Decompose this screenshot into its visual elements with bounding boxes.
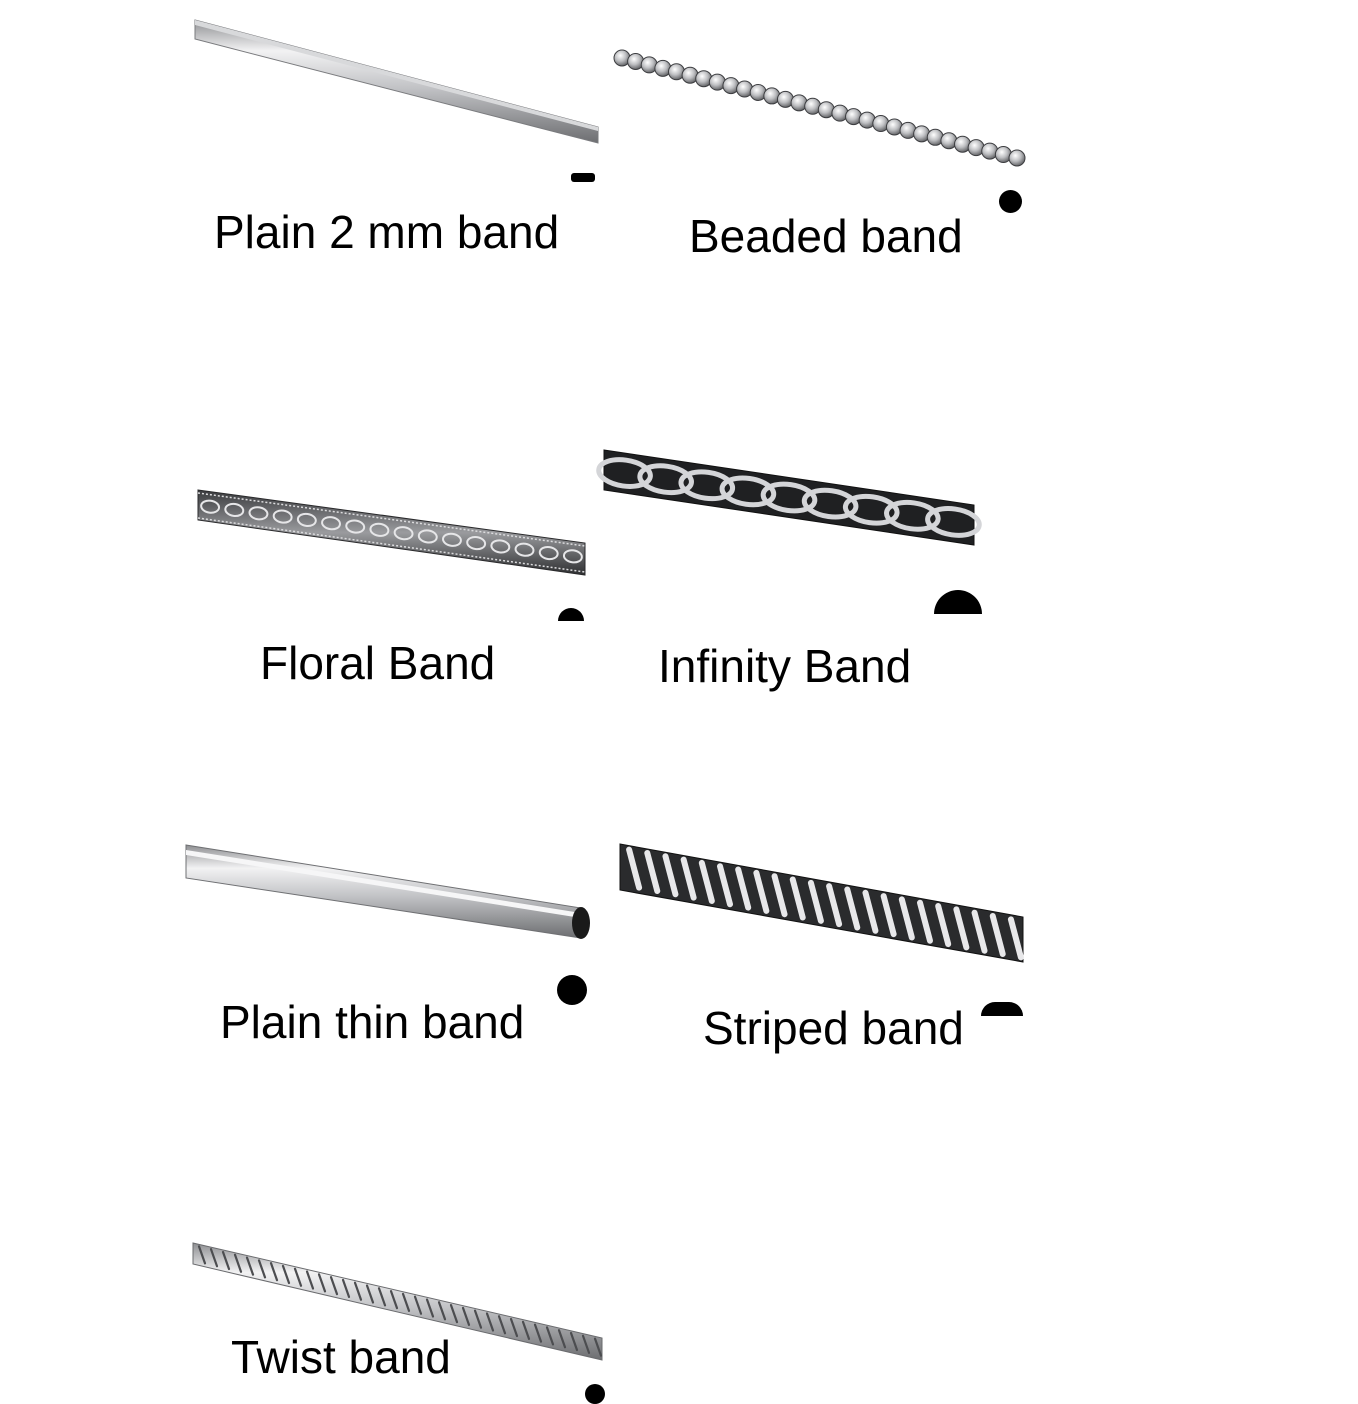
striped-band-image bbox=[619, 843, 1024, 963]
infinity-band-label: Infinity Band bbox=[658, 640, 912, 692]
beaded-band-label: Beaded band bbox=[689, 210, 963, 262]
plain-thin-band-label: Plain thin band bbox=[220, 996, 525, 1048]
beaded-band-profile-icon bbox=[999, 190, 1022, 213]
infinity-band-image bbox=[596, 449, 982, 546]
plain-2mm-band-label: Plain 2 mm band bbox=[214, 206, 560, 258]
plain-thin-band-image bbox=[185, 844, 590, 939]
striped-band-label: Striped band bbox=[703, 1002, 964, 1054]
plain-2mm-band-profile-icon bbox=[571, 173, 595, 182]
plain-thin-band-profile-icon bbox=[557, 975, 587, 1005]
beaded-band-image bbox=[613, 49, 1026, 167]
twist-band-profile-icon bbox=[585, 1384, 605, 1404]
twist-band-image bbox=[192, 1242, 603, 1361]
twist-band-label: Twist band bbox=[231, 1331, 451, 1383]
floral-band-image bbox=[197, 489, 586, 576]
floral-band-label: Floral Band bbox=[260, 637, 496, 689]
floral-band-profile-icon bbox=[558, 608, 584, 621]
striped-band-profile-icon bbox=[981, 1002, 1023, 1016]
infinity-band-profile-icon bbox=[934, 590, 982, 614]
plain-2mm-band-image bbox=[194, 19, 599, 144]
